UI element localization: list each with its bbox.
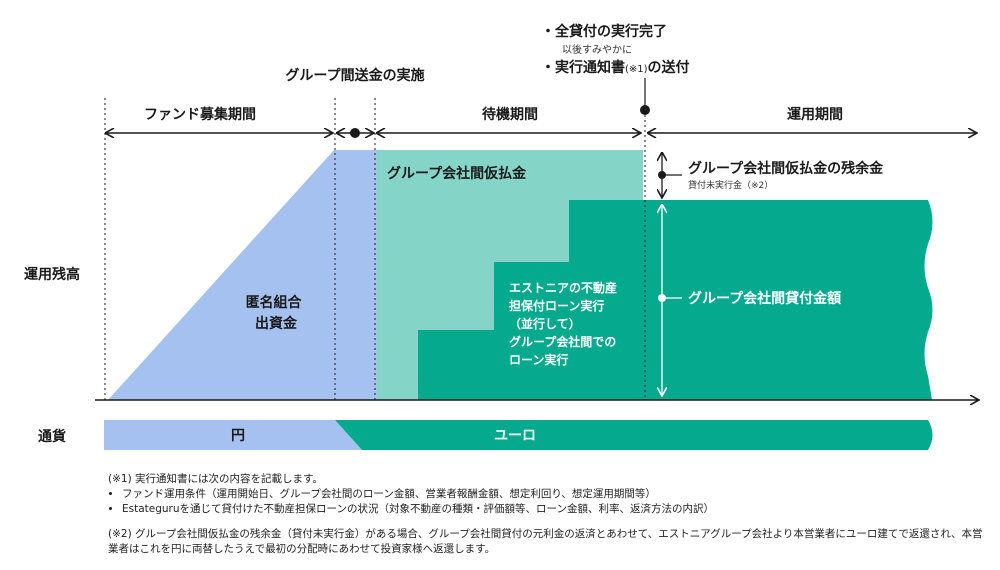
notice-main: ・実行通知書 bbox=[541, 59, 625, 76]
estonia-loan-line-3: （並行して） bbox=[509, 316, 581, 331]
group-loan-amount-label: グループ会社間貸付金額 bbox=[688, 290, 841, 307]
advance-balance-sublabel: 貸付未実行金（※2） bbox=[688, 179, 773, 191]
then-promptly-note: 以後すみやかに bbox=[562, 43, 632, 56]
phase-standby: 待機期間 bbox=[482, 106, 538, 123]
estonia-loan-label: エストニアの不動産 担保付ローン実行 （並行して） グループ会社間での ローン実… bbox=[509, 280, 621, 367]
group-transfer-label: グループ間送金の実施 bbox=[285, 67, 424, 84]
yen-investment-area bbox=[108, 150, 377, 400]
footnote-1-list: ファンド運用条件（運用開始日、グループ会社間のローン金額、営業者報酬金額、想定利… bbox=[108, 487, 988, 517]
group-loan-area bbox=[418, 200, 933, 400]
estonia-loan-line-4: グループ会社間での bbox=[509, 334, 616, 349]
footnote-1-title: (※1) 実行通知書には次の内容を記載します。 bbox=[108, 473, 323, 485]
footnote-spacer bbox=[108, 517, 988, 527]
transfer-dot bbox=[350, 128, 360, 138]
estonia-loan-line-1: エストニアの不動産 bbox=[509, 280, 617, 295]
anonymous-investment-line-2: 出資金 bbox=[255, 315, 298, 332]
notice-tail: の送付 bbox=[648, 59, 690, 76]
footnote-1-item: Estateguruを通じて貸付けた不動産担保ローンの状況（対象不動産の種類・評… bbox=[122, 502, 988, 517]
anonymous-investment-line-1: 匿名組合 bbox=[246, 294, 303, 311]
currency-label: 通貨 bbox=[38, 428, 66, 445]
advance-balance-label: グループ会社間仮払金の残余金 bbox=[688, 160, 884, 177]
currency-euro-bar bbox=[335, 420, 933, 450]
y-axis-label: 運用残高 bbox=[24, 266, 80, 283]
footnote-1-item: ファンド運用条件（運用開始日、グループ会社間のローン金額、営業者報酬金額、想定利… bbox=[122, 487, 988, 502]
group-advance-label: グループ会社間仮払金 bbox=[387, 165, 527, 182]
phase-fund-raising: ファンド募集期間 bbox=[144, 106, 256, 123]
currency-euro-label: ユーロ bbox=[494, 428, 536, 444]
anonymous-investment-label: 匿名組合 出資金 bbox=[246, 294, 307, 332]
notice-send-note: ・実行通知書(※1)の送付 bbox=[541, 59, 690, 76]
phase-operation: 運用期間 bbox=[787, 107, 843, 123]
currency-yen-bar bbox=[104, 420, 362, 450]
exec-complete-note: ・全貸付の実行完了 bbox=[541, 23, 667, 40]
exec-complete-dot bbox=[640, 105, 650, 115]
footnotes: (※1) 実行通知書には次の内容を記載します。 ファンド運用条件（運用開始日、グ… bbox=[108, 472, 988, 557]
fund-flow-diagram: ・全貸付の実行完了 以後すみやかに ・実行通知書(※1)の送付 グループ間送金の… bbox=[24, 23, 1000, 450]
currency-yen-label: 円 bbox=[231, 428, 245, 444]
estonia-loan-line-5: ローン実行 bbox=[509, 352, 568, 367]
notice-ref: (※1) bbox=[625, 64, 648, 75]
estonia-loan-line-2: 担保付ローン実行 bbox=[509, 298, 604, 313]
footnote-2: (※2) グループ会社間仮払金の残余金（貸付未実行金）がある場合、グループ会社間… bbox=[108, 528, 983, 555]
